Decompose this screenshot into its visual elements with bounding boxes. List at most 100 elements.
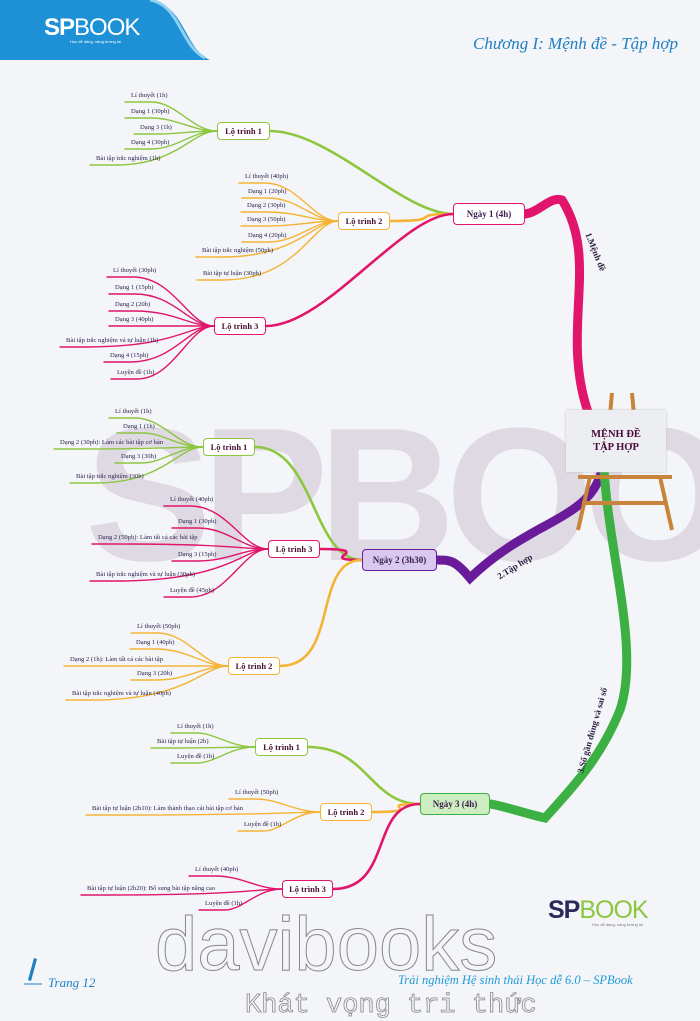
leaf-topic: Lí thuyết (40ph) — [170, 496, 214, 503]
leaf-connector — [150, 746, 256, 749]
page-number: Trang 12 — [48, 975, 96, 990]
leaf-topic: Dạng 2 (20h) — [115, 301, 151, 308]
footer-logo-sp: SP — [548, 896, 580, 924]
leaf-topic: Lí thuyết (50ph) — [235, 789, 279, 796]
leaf-topic: Dạng 1 (1h) — [123, 423, 155, 430]
leaf-topic: Dạng 1 (30ph) — [178, 518, 217, 525]
leaf-topic: Dạng 4 (15ph) — [110, 352, 149, 359]
pen-icon — [24, 958, 42, 985]
leaf-topic: Dạng 3 (15ph) — [178, 551, 217, 558]
footer-slogan: Trải nghiệm Hệ sinh thái Học dễ 6.0 – SP… — [398, 973, 633, 987]
leaf-topic: Dạng 1 (20ph) — [248, 188, 287, 195]
leaf-topic: Bài tập trắc nghiệm và tự luận (1h) — [66, 337, 159, 344]
leaf-topic: Dạng 3 (40ph) — [115, 316, 154, 323]
chapter-title: Chương I: Mệnh đề - Tập hợp — [473, 34, 678, 53]
logo-tagline: Học dễ dàng, nâng tương lai — [70, 39, 121, 44]
main-branch-1 — [520, 194, 593, 417]
route-node[interactable]: Lộ trình 3 — [214, 317, 266, 335]
leaf-topic: Bài tập trắc nghiệm (50ph) — [202, 247, 274, 254]
route-connector — [388, 212, 455, 223]
route-connector — [268, 129, 455, 216]
leaf-topic: Lí thuyết (30ph) — [113, 267, 157, 274]
route-node[interactable]: Lộ trình 2 — [338, 212, 390, 230]
day-node-1[interactable]: Ngày 1 (4h) — [453, 203, 525, 225]
leaf-connector — [89, 130, 218, 166]
route-connector — [264, 212, 455, 328]
route-node[interactable]: Lộ trình 1 — [203, 438, 255, 456]
leaf-topic: Bài tập tự luận (30ph) — [203, 270, 262, 277]
leaf-topic: Lí thuyết (1h) — [177, 723, 214, 730]
route-connector — [306, 745, 422, 806]
footer-logo-tagline: Học dễ dàng, nâng tương lai — [592, 922, 643, 927]
route-node[interactable]: Lộ trình 3 — [282, 880, 333, 898]
leaf-topic: Dạng 3 (50ph) — [247, 216, 286, 223]
route-node[interactable]: Lộ trình 1 — [255, 738, 308, 756]
watermark-slogan: Khát vọng tri thức — [245, 991, 537, 1021]
leaf-topic: Lí thuyết (40ph) — [195, 866, 239, 873]
leaf-topic: Dạng 4 (30ph) — [131, 139, 170, 146]
leaf-topic: Dạng 2 (30ph): Làm các bài tập cơ bản — [60, 439, 164, 446]
easel-icon — [576, 392, 674, 531]
leaf-connector — [110, 325, 215, 380]
logo-book: BOOK — [74, 14, 140, 41]
leaf-connector — [195, 220, 339, 258]
day-node-3[interactable]: Ngày 3 (4h) — [420, 793, 490, 815]
route-connector — [331, 802, 422, 891]
leaf-topic: Lí thuyết (1h) — [115, 408, 152, 415]
leaf-topic: Dạng 1 (40ph) — [136, 639, 175, 646]
central-topic-line1: MỆNH ĐỀ — [591, 428, 641, 440]
leaf-topic: Dạng 3 (30h) — [121, 453, 157, 460]
leaf-topic: Dạng 2 (1h): Làm tất cả các bài tập — [70, 656, 164, 663]
central-topic: MỆNH ĐỀ TẬP HỢP — [566, 410, 666, 472]
route-node[interactable]: Lộ trình 3 — [268, 540, 320, 558]
leaf-connector — [65, 665, 229, 701]
leaf-connector — [89, 548, 269, 582]
leaf-topic: Dạng 3 (1h) — [140, 124, 172, 131]
header-logo: SPBOOK Học dễ dàng, nâng tương lai — [44, 14, 140, 44]
leaf-topic: Lí thuyết (50ph) — [137, 623, 181, 630]
footer-logo: SPBOOK Học dễ dàng, nâng tương lai — [548, 896, 649, 927]
route-node[interactable]: Lộ trình 1 — [217, 122, 270, 140]
leaf-topic: Luyện đề (45ph) — [170, 587, 214, 594]
leaf-topic: Luyện đề (1h) — [244, 821, 282, 828]
logo-sp: SP — [44, 14, 75, 41]
leaf-topic: Luyện đề (1h) — [117, 369, 155, 376]
leaf-topic: Dạng 3 (20h) — [137, 670, 173, 677]
central-topic-line2: TẬP HỢP — [593, 442, 639, 453]
leaf-connector — [91, 543, 269, 550]
leaf-connector — [196, 220, 339, 281]
leaf-connector — [85, 811, 321, 816]
leaf-topic: Bài tập trắc nghiệm (30h) — [76, 473, 144, 480]
leaf-topic: Bài tập tự luận (2h10): Làm thành thạo c… — [92, 805, 243, 812]
route-connector — [278, 558, 364, 668]
route-connector — [318, 547, 364, 562]
leaf-connector — [170, 746, 256, 764]
day-node-2[interactable]: Ngày 2 (3h30) — [362, 549, 437, 571]
footer-logo-book: BOOK — [579, 896, 648, 924]
leaf-connector — [163, 548, 269, 598]
leaf-topic: Dạng 2 (50ph): Làm tất cả các bài tập — [98, 534, 198, 541]
leaf-topic: Dạng 2 (30ph) — [247, 202, 286, 209]
leaf-topic: Dạng 4 (20ph) — [248, 232, 287, 239]
route-node[interactable]: Lộ trình 2 — [228, 657, 280, 675]
leaf-connector — [163, 505, 269, 550]
leaf-topic: Bài tập tự luận (2h20): Bổ sung bài tập … — [87, 885, 216, 892]
header-wave-banner — [0, 0, 210, 60]
leaf-topic: Bài tập tự luận (2h) — [157, 738, 209, 745]
leaf-connector — [80, 888, 283, 896]
leaf-topic: Lí thuyết (40ph) — [245, 173, 289, 180]
leaf-topic: Bài tập trắc nghiệm (1h) — [96, 155, 161, 162]
leaf-topic: Luyện đề (1h) — [177, 753, 215, 760]
leaf-topic: Lí thuyết (1h) — [131, 92, 168, 99]
leaf-connector — [106, 276, 215, 327]
leaf-connector — [69, 446, 204, 484]
leaf-topic: Dạng 1 (30ph) — [131, 108, 170, 115]
route-node[interactable]: Lộ trình 2 — [320, 803, 372, 821]
leaf-connector — [53, 446, 204, 450]
leaf-connector — [237, 811, 321, 832]
leaf-connector — [198, 888, 283, 911]
route-connector — [370, 802, 422, 814]
watermark-brand: davibooks — [155, 902, 497, 987]
leaf-topic: Dạng 1 (15ph) — [115, 284, 154, 291]
